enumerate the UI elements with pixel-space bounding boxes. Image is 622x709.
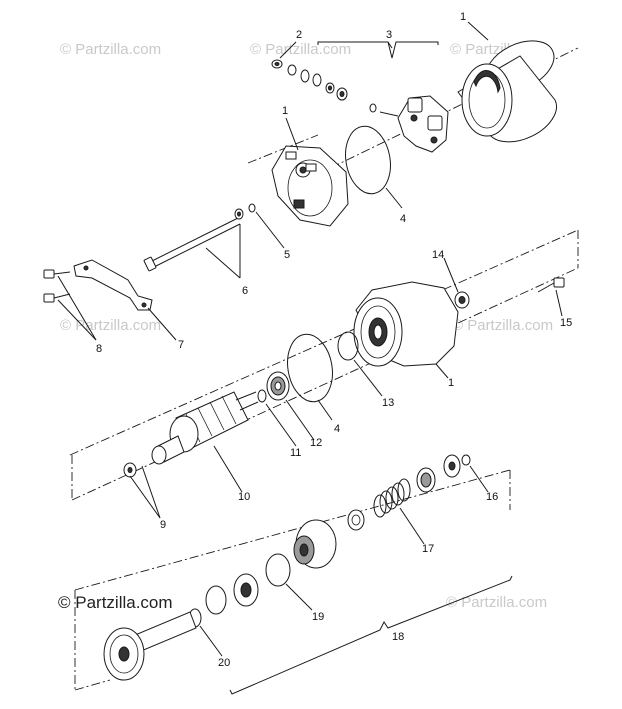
bolt-15: [537, 277, 565, 293]
callout-16: 16: [486, 491, 498, 503]
yoke-housing-cup: [457, 40, 557, 143]
bracket-bolts: [43, 269, 71, 303]
watermark: © Partzilla.com: [58, 593, 173, 612]
o-ring-top: [345, 125, 391, 195]
leader-lines: [57, 21, 563, 657]
callout-6: 6: [242, 285, 248, 297]
pinion-plate: [205, 573, 259, 615]
callout-17: 17: [422, 543, 434, 555]
armature: [151, 391, 259, 465]
washer-14-hole: [458, 296, 466, 304]
watermark: © Partzilla.com: [452, 317, 553, 334]
pinion-shaft: [103, 611, 197, 681]
washer-11: [257, 389, 267, 403]
callout-15: 15: [560, 317, 572, 329]
callout-1: 1: [460, 11, 466, 23]
watermark: © Partzilla.com: [250, 41, 351, 58]
washer-stack: [271, 59, 348, 101]
washer-small: [248, 203, 256, 213]
brush-holder-assembly: [369, 95, 449, 153]
armature-washers: [123, 462, 137, 478]
ring-16: [461, 454, 471, 466]
through-bolts: [143, 208, 244, 272]
mounting-bracket: [73, 259, 153, 311]
callout-2: 2: [296, 29, 302, 41]
callout-1: 1: [448, 377, 454, 389]
watermark: © Partzilla.com: [60, 41, 161, 58]
callout-9: 9: [160, 519, 166, 531]
callout-8: 8: [96, 343, 102, 355]
callout-13: 13: [382, 397, 394, 409]
callout-20: 20: [218, 657, 230, 669]
clutch-gear: [293, 519, 337, 569]
o-ring-lower: [287, 333, 333, 403]
callout-4: 4: [400, 213, 406, 225]
callout-18: 18: [392, 631, 404, 643]
bracket-3: [317, 41, 439, 59]
callout-14: 14: [432, 249, 444, 261]
callout-11: 11: [290, 447, 301, 459]
callout-7: 7: [178, 339, 184, 351]
end-cover: [271, 145, 349, 227]
spring-17: [347, 478, 411, 531]
callout-labels: 1 2 3 1 4 5 6 14 15 7 8 1 13 4 12 11 10 …: [96, 11, 572, 669]
watermarks: © Partzilla.com © Partzilla.com © Partzi…: [58, 41, 553, 612]
watermark: © Partzilla.com: [446, 594, 547, 611]
bracket-18: [229, 575, 513, 695]
callout-5: 5: [284, 249, 290, 261]
callout-1: 1: [282, 105, 288, 117]
bearing-12: [266, 371, 290, 401]
drive-end-housing: [353, 281, 459, 367]
callout-4: 4: [334, 423, 340, 435]
callout-12: 12: [310, 437, 322, 449]
callout-3: 3: [386, 29, 392, 41]
watermark: © Partzilla.com: [60, 317, 161, 334]
callout-10: 10: [238, 491, 250, 503]
ring-19: [265, 553, 291, 587]
callout-19: 19: [312, 611, 324, 623]
clutch-bearing-stack: [416, 454, 461, 493]
snap-ring-13: [337, 331, 359, 361]
